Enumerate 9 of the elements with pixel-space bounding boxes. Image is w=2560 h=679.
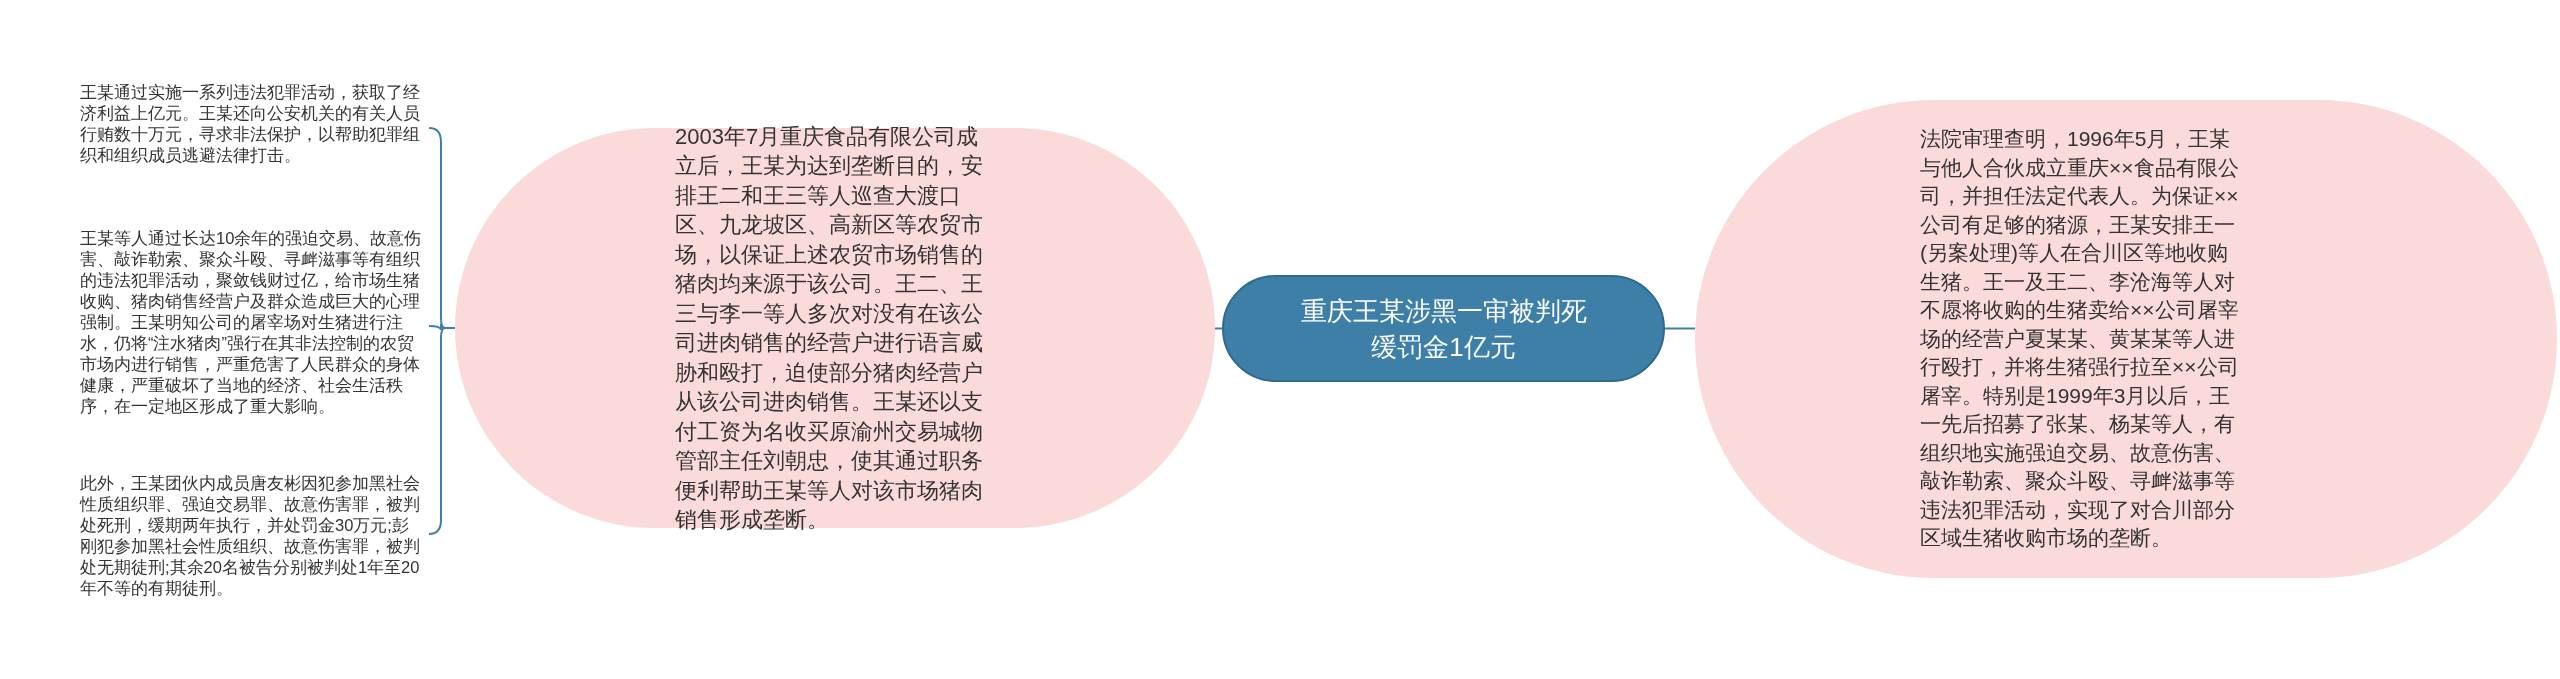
connector-line [1214, 327, 1223, 330]
paragraph-text: 王某等人通过长达10余年的强迫交易、故意伤害、敲诈勒索、聚众斗殴、寻衅滋事等有组织的违法犯罪活动，聚敛钱财过亿，给市场生猪收购、猪肉销售经营户及群众造成巨大的心理强制。王某明知公司的屠宰场对生猪进行注水，仍将“注水猪肉”强行在其非法控制的农贸市场内进行销售，严重危害了人民群众的身体健康，严重破坏了当地的经济、社会生活秩序，在一定地区形成了重大影响。 [80, 227, 423, 417]
connector-line [1664, 327, 1696, 330]
topic-title: 重庆王某涉黑一审被判死缓罚金1亿元 [1299, 294, 1588, 364]
paragraph-text: 王某通过实施一系列违法犯罪活动，获取了经济利益上亿元。王某还向公安机关的有关人员行贿数十万元，寻求非法保护，以帮助犯罪组织和组织成员逃避法律打击。 [80, 82, 421, 166]
connector-line [428, 327, 456, 535]
paragraph-text: 此外，王某团伙内成员唐友彬因犯参加黑社会性质组织罪、强迫交易罪、故意伤害罪，被判处死刑，缓期两年执行，并处罚金30万元;彭刚犯参加黑社会性质组织、故意伤害罪，被判处无期徒刑;其余20名被告分别被判处1年至20年不等的有期徒刑。 [80, 473, 421, 599]
paragraph-text: 2003年7月重庆食品有限公司成立后，王某为达到垄断目的，安排王二和王三等人巡查大渡口区、九龙坡区、高新区等农贸市场，以保证上述农贸市场销售的猪肉均来源于该公司。王二、王三与李一等人多次对没有在该公司进肉销售的经营户进行语言威胁和殴打，迫使部分猪肉经营户从该公司进肉销售。王某还以支付工资为名收买原渝州交易城物管部主任刘朝忠，使其通过职务便利帮助王某等人对该市场猪肉销售形成垄断。 [675, 122, 984, 534]
paragraph-text: 法院审理查明，1996年5月，王某与他人合伙成立重庆××食品有限公司，并担任法定代表人。为保证××公司有足够的猪源，王某安排王一(另案处理)等人在合川区等地收购生猪。王一及王二、李沧海等人对不愿将收购的生猪卖给××公司屠宰场的经营户夏某某、黄某某等人进行殴打，并将生猪强行拉至××公司屠宰。特别是1999年3月以后，王一先后招募了张某、杨某等人，有组织地实施强迫交易、故意伤害、敲诈勒索、聚众斗殴、寻衅滋事等违法犯罪活动，实现了对合川部分区域生猪收购市场的垄断。 [1920, 126, 2240, 552]
